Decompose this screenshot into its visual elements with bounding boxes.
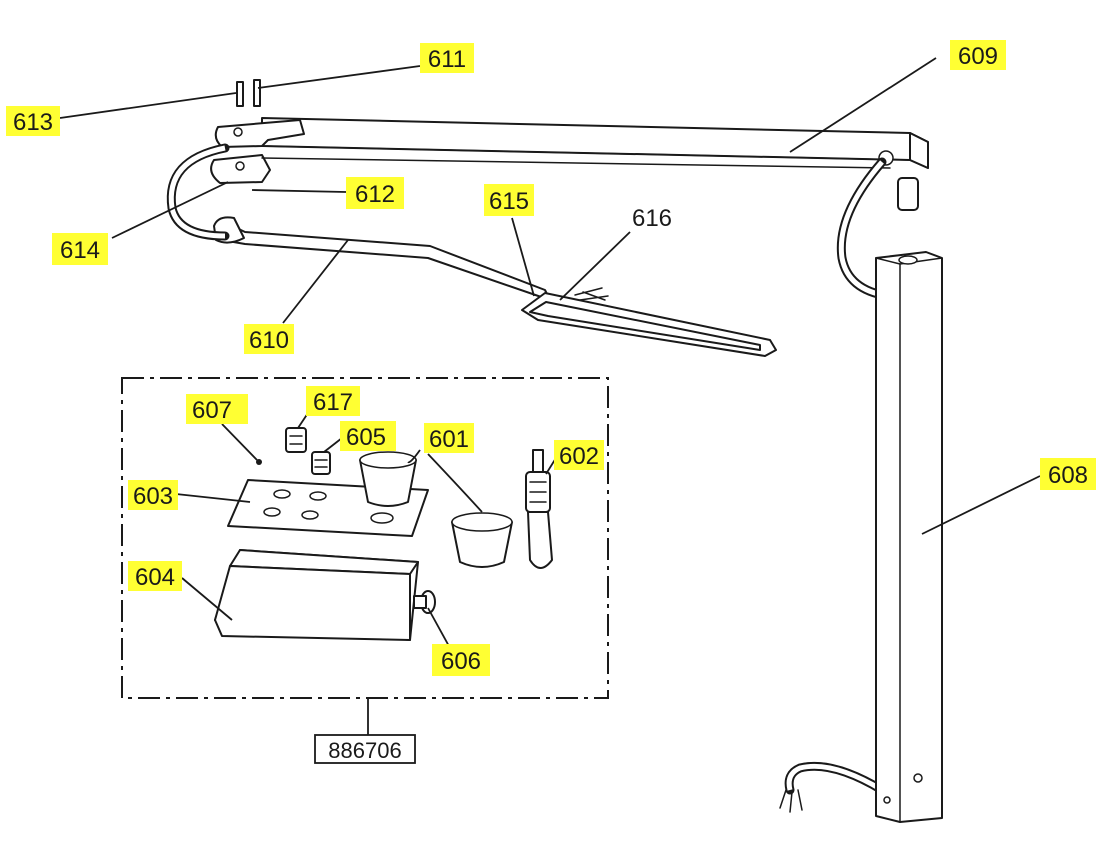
kit-number: 886706 (328, 738, 401, 763)
igniter-602 (525, 449, 553, 569)
svg-text:615: 615 (489, 188, 529, 215)
svg-text:604: 604 (135, 564, 175, 591)
callout-613: 613 (6, 106, 60, 136)
svg-text:603: 603 (133, 483, 173, 510)
fitting-617 (285, 427, 307, 453)
svg-text:612: 612 (355, 181, 395, 208)
callout-610: 610 (244, 324, 294, 354)
pin-607 (256, 459, 262, 465)
svg-text:601: 601 (429, 426, 469, 453)
hinge-brackets (210, 119, 891, 184)
callout-612: 612 (346, 177, 404, 209)
svg-text:609: 609 (958, 43, 998, 70)
svg-text:605: 605 (346, 424, 386, 451)
svg-text:602: 602 (559, 443, 599, 470)
tray-604 (214, 549, 419, 641)
knob-606 (413, 590, 436, 614)
kit-number-box: 886706 (314, 734, 416, 764)
svg-text:617: 617 (313, 389, 353, 416)
callout-616: 616 (632, 205, 672, 232)
callout-608: 608 (1040, 458, 1096, 490)
svg-text:613: 613 (13, 109, 53, 136)
callout-604: 604 (128, 561, 182, 591)
kit-boundary (121, 377, 609, 735)
svg-text:610: 610 (249, 327, 289, 354)
callout-607: 607 (186, 394, 248, 424)
cables (166, 143, 893, 813)
callout-609: 609 (950, 40, 1006, 70)
svg-text:606: 606 (441, 648, 481, 675)
callout-606: 606 (432, 644, 490, 676)
callout-602: 602 (554, 440, 604, 470)
callout-617: 617 (306, 386, 360, 416)
leader-lines (59, 57, 1041, 649)
fitting-605 (311, 451, 331, 475)
lower-arm-610 (213, 216, 777, 357)
cup-601-lower (451, 512, 513, 568)
svg-text:608: 608 (1048, 462, 1088, 489)
callout-611: 611 (420, 43, 474, 73)
callout-605: 605 (340, 421, 396, 451)
screws-611-613 (236, 79, 261, 107)
callout-614: 614 (52, 233, 108, 265)
post-608 (875, 251, 943, 823)
svg-text:611: 611 (428, 46, 466, 73)
svg-text:607: 607 (192, 397, 232, 424)
svg-text:616: 616 (632, 205, 672, 232)
callout-603: 603 (128, 480, 178, 510)
svg-text:614: 614 (60, 237, 100, 264)
callout-601: 601 (424, 423, 474, 453)
callout-615: 615 (484, 184, 534, 216)
cup-601-upper (359, 451, 417, 507)
